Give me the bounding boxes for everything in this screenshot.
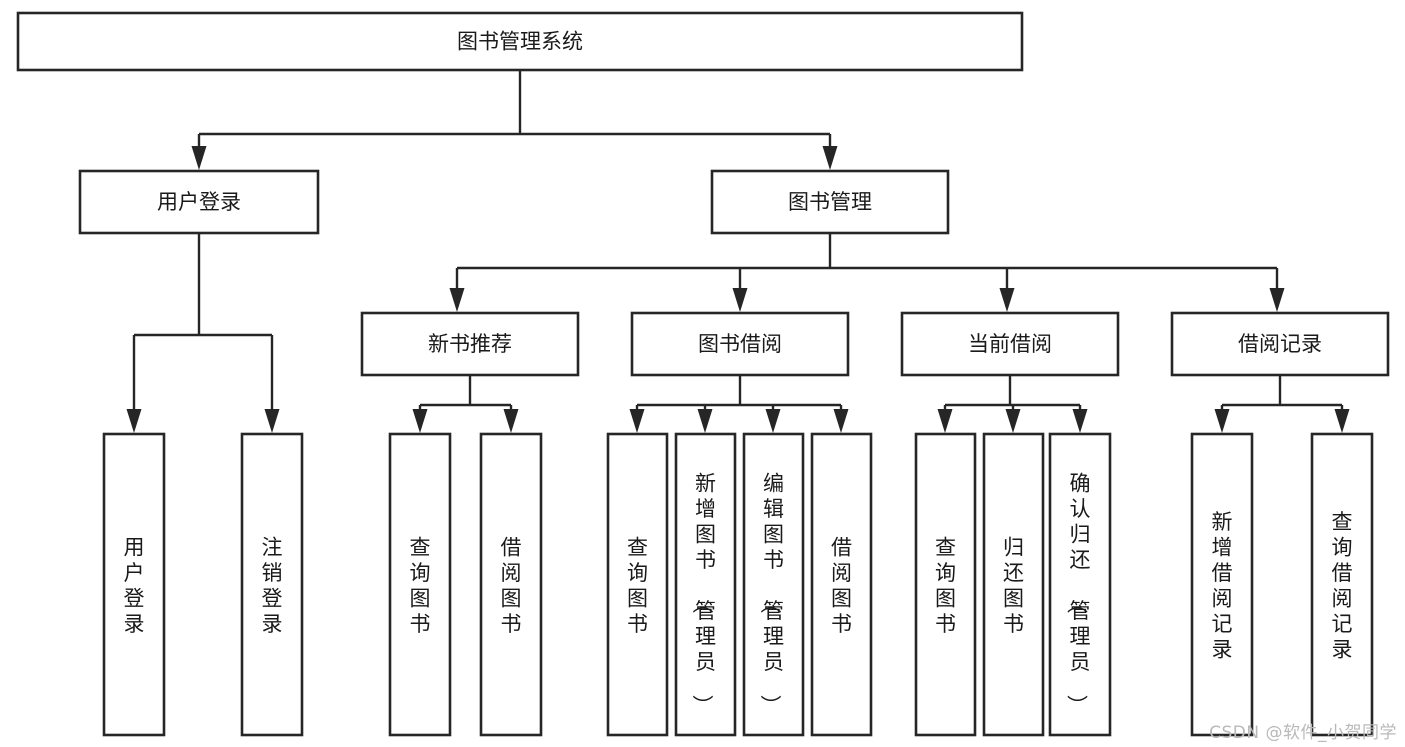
node-bookmgmt[interactable]: 图书管理	[710, 169, 950, 235]
node-box[interactable]	[630, 311, 850, 377]
node-leaf-borrow-lend[interactable]: 借阅图书	[810, 432, 873, 737]
arrow-head-icon	[937, 409, 953, 433]
node-label: 新书推荐	[428, 332, 512, 356]
node-leaf-user-logout[interactable]: 注销登录	[240, 432, 304, 737]
node-box[interactable]	[102, 432, 166, 737]
node-leaf-records-add[interactable]: 新增借阅记录	[1190, 432, 1254, 737]
node-label: 当前借阅	[968, 332, 1052, 356]
node-borrow[interactable]: 图书借阅	[630, 311, 850, 377]
arrow-head-icon	[1334, 409, 1350, 433]
node-label: 确认归还（管理员）	[1065, 472, 1091, 716]
node-leaf-newbook-query[interactable]: 查询图书	[388, 432, 452, 737]
connector-c-borrow	[629, 375, 849, 433]
arrow-head-icon	[1072, 409, 1088, 433]
node-leaf-current-query[interactable]: 查询图书	[914, 432, 977, 737]
node-label: 借阅记录	[1238, 332, 1322, 356]
node-label: 图书借阅	[698, 332, 782, 356]
node-leaf-user-login[interactable]: 用户登录	[102, 432, 166, 737]
node-box[interactable]	[1310, 432, 1374, 737]
connector-c-root	[191, 70, 838, 170]
node-label: 图书管理	[788, 190, 872, 214]
node-box[interactable]	[914, 432, 977, 737]
connector-c-login	[126, 233, 280, 433]
node-box[interactable]	[1048, 432, 1112, 737]
arrow-head-icon	[1214, 409, 1230, 433]
node-records[interactable]: 借阅记录	[1170, 311, 1390, 377]
node-label: 查询图书	[935, 535, 956, 636]
node-box[interactable]	[16, 11, 1024, 72]
arrow-head-icon	[264, 409, 280, 433]
node-label: 图书管理系统	[457, 30, 583, 54]
arrow-head-icon	[697, 409, 713, 433]
arrow-head-icon	[449, 288, 465, 312]
node-leaf-current-return[interactable]: 归还图书	[982, 432, 1045, 737]
node-box[interactable]	[78, 169, 320, 235]
connector-c-records	[1214, 375, 1350, 433]
node-leaf-newbook-borrow[interactable]: 借阅图书	[479, 432, 543, 737]
node-newbook[interactable]: 新书推荐	[360, 311, 580, 377]
connector-c-bookmgmt	[449, 233, 1285, 312]
node-box[interactable]	[606, 432, 669, 737]
arrow-head-icon	[1005, 409, 1021, 433]
node-box[interactable]	[710, 169, 950, 235]
node-current[interactable]: 当前借阅	[900, 311, 1120, 377]
arrow-head-icon	[191, 146, 207, 170]
connector-c-current	[937, 375, 1088, 433]
node-box[interactable]	[1170, 311, 1390, 377]
node-box[interactable]	[388, 432, 452, 737]
node-leaf-records-query[interactable]: 查询借阅记录	[1310, 432, 1374, 737]
arrow-head-icon	[503, 409, 519, 433]
node-leaf-borrow-query[interactable]: 查询图书	[606, 432, 669, 737]
node-box[interactable]	[1190, 432, 1254, 737]
node-label: 用户登录	[157, 190, 241, 214]
node-label: 查询图书	[627, 535, 648, 636]
node-leaf-borrow-add[interactable]: 新增图书（管理员）	[674, 432, 737, 737]
node-box[interactable]	[982, 432, 1045, 737]
arrow-head-icon	[412, 409, 428, 433]
node-root[interactable]: 图书管理系统	[16, 11, 1024, 72]
node-leaf-current-confirm[interactable]: 确认归还（管理员）	[1048, 432, 1112, 737]
arrow-head-icon	[833, 409, 849, 433]
node-label: 借阅图书	[501, 535, 522, 636]
arrow-head-icon	[629, 409, 645, 433]
nodes-layer: 图书管理系统用户登录图书管理新书推荐图书借阅当前借阅借阅记录用户登录注销登录查询…	[16, 11, 1390, 737]
node-box[interactable]	[742, 432, 805, 737]
node-box[interactable]	[360, 311, 580, 377]
node-box[interactable]	[810, 432, 873, 737]
node-label: 编辑图书（管理员）	[758, 472, 784, 716]
node-label: 新增借阅记录	[1212, 510, 1233, 662]
node-label: 归还图书	[1003, 535, 1024, 636]
arrow-head-icon	[999, 288, 1015, 312]
arrow-head-icon	[126, 409, 142, 433]
node-label: 查询图书	[410, 535, 431, 636]
node-label: 新增图书（管理员）	[690, 472, 716, 716]
arrow-head-icon	[765, 409, 781, 433]
node-login[interactable]: 用户登录	[78, 169, 320, 235]
node-box[interactable]	[900, 311, 1120, 377]
watermark-text: CSDN @软件_小贺同学	[1209, 723, 1397, 743]
connector-c-newbook	[412, 375, 519, 433]
node-label: 用户登录	[124, 535, 145, 636]
arrow-head-icon	[1269, 288, 1285, 312]
arrow-head-icon	[732, 288, 748, 312]
node-leaf-borrow-edit[interactable]: 编辑图书（管理员）	[742, 432, 805, 737]
node-label: 查询借阅记录	[1332, 510, 1353, 662]
node-label: 借阅图书	[831, 535, 852, 636]
connectors-layer	[126, 70, 1350, 433]
node-box[interactable]	[240, 432, 304, 737]
node-box[interactable]	[479, 432, 543, 737]
node-box[interactable]	[674, 432, 737, 737]
arrow-head-icon	[822, 146, 838, 170]
node-label: 注销登录	[262, 535, 283, 636]
